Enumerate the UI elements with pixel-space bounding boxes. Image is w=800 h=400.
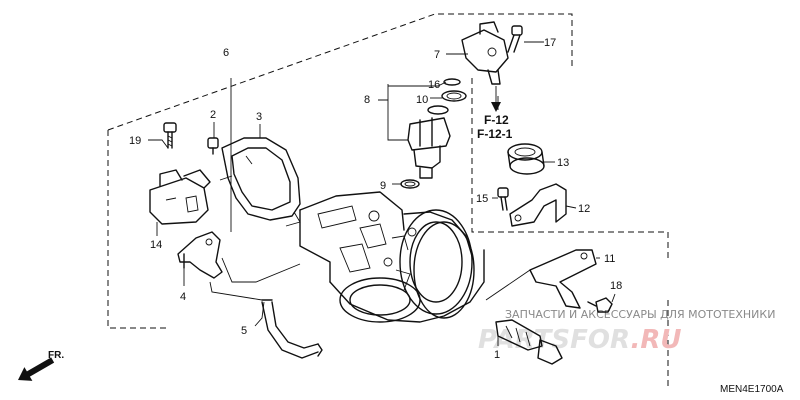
callout-1: 1 xyxy=(494,349,500,361)
part-hose-5 xyxy=(261,299,323,359)
part-cover-3 xyxy=(219,137,301,227)
callout-12: 12 xyxy=(578,203,590,215)
part-sensor-14 xyxy=(149,169,211,225)
callout-18: 18 xyxy=(610,280,622,292)
callout-5: 5 xyxy=(241,325,247,337)
front-direction-label: FR. xyxy=(48,350,64,361)
part-injector-8 xyxy=(407,117,451,179)
callout-4: 4 xyxy=(180,291,186,303)
part-oring-9 xyxy=(400,179,420,189)
watermark-caption: ЗАПЧАСТИ И АКСЕССУАРЫ ДЛЯ МОТОТЕХНИКИ xyxy=(505,308,775,321)
callout-16: 16 xyxy=(428,79,440,91)
reference-f12: F-12 xyxy=(484,113,509,127)
callout-3: 3 xyxy=(256,111,262,123)
callout-8: 8 xyxy=(364,94,370,106)
callout-2: 2 xyxy=(210,109,216,121)
watermark-brand: PARTSFOR.RU xyxy=(478,325,682,355)
reference-labels: F-12 F-12-1 xyxy=(477,113,513,141)
part-stay-11 xyxy=(529,249,597,309)
part-bolt-19 xyxy=(163,122,177,149)
callout-19: 19 xyxy=(129,135,141,147)
callout-7: 7 xyxy=(434,49,440,61)
part-fuel-joint-7 xyxy=(461,21,509,85)
part-seal-10 xyxy=(441,90,467,102)
part-bolt-15 xyxy=(497,187,509,211)
part-seal-16 xyxy=(443,78,461,86)
callouts: 6 19 2 3 14 4 5 9 8 10 16 7 17 13 15 12 … xyxy=(129,37,622,361)
diagram-code: MEN4E1700A xyxy=(720,384,784,395)
part-screw-2 xyxy=(207,137,219,155)
leader-lines xyxy=(148,41,616,346)
part-bolt-17 xyxy=(507,25,523,53)
callout-6: 6 xyxy=(223,47,229,59)
callout-13: 13 xyxy=(557,157,569,169)
reference-arrow xyxy=(491,86,501,112)
callout-14: 14 xyxy=(150,239,162,251)
callout-17: 17 xyxy=(544,37,556,49)
callout-10: 10 xyxy=(416,94,428,106)
throttle-body xyxy=(299,191,485,323)
front-direction-arrow-icon xyxy=(18,357,55,381)
watermark: PARTSFOR.RU ЗАПЧАСТИ И АКСЕССУАРЫ ДЛЯ МО… xyxy=(478,308,775,355)
part-bolt-18 xyxy=(587,297,613,313)
part-clamp-12 xyxy=(509,183,567,227)
assembly-boundary xyxy=(107,13,669,390)
part-grommet-13 xyxy=(507,143,545,175)
part-bracket-4 xyxy=(177,231,223,279)
callout-9: 9 xyxy=(380,180,386,192)
callout-11: 11 xyxy=(604,253,615,265)
reference-f12-1: F-12-1 xyxy=(477,127,513,141)
part-seal-8b xyxy=(427,105,449,115)
callout-15: 15 xyxy=(476,193,488,205)
